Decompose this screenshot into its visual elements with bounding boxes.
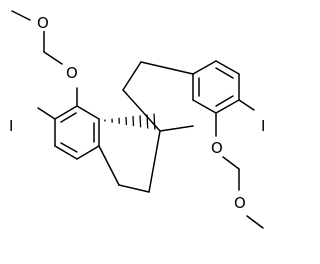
bond-right-methyl <box>246 215 264 229</box>
atom-label-o-aryl-right: O <box>208 138 226 157</box>
bond-left-c3-c2 <box>118 184 150 193</box>
bond-left-methyl <box>11 10 31 21</box>
svg-text:I: I <box>9 117 13 135</box>
bond-left-ring-c4-c3a <box>76 145 100 160</box>
atom-label-o-aryl-left: O <box>63 63 81 82</box>
bond-left-ch2-o <box>43 51 63 65</box>
bond-left-c2-spiro <box>148 130 161 193</box>
molecule-drawing: O O I I O O <box>7 10 272 229</box>
bond-spiro-c7a <box>159 125 194 132</box>
atom-label-o-methoxy-top: O <box>34 14 52 32</box>
left-cyclopentane-ring <box>98 130 161 193</box>
right-mom-group <box>222 156 264 229</box>
bond-left-ring-c5-c4 <box>54 145 78 160</box>
atom-label-iodine-right: I <box>259 117 272 135</box>
bond-left-iodine <box>37 107 56 120</box>
bond-left-ring-inner-3 <box>60 112 77 123</box>
bond-right-ring-inner-2 <box>215 95 234 107</box>
bond-right-ring-inner-1 <box>215 67 234 79</box>
right-cyclopentane-ring <box>122 61 194 132</box>
left-mom-group <box>11 10 78 107</box>
bond-right-o-ch2 <box>222 156 240 170</box>
bond-right-ring-c7-c7a <box>192 99 217 114</box>
svg-text:O: O <box>211 139 223 157</box>
bond-right-ring-c6-c7 <box>215 99 240 114</box>
svg-text:O: O <box>37 14 49 32</box>
structure-canvas: O O I I O O <box>7 10 272 229</box>
svg-text:O: O <box>66 64 78 82</box>
bond-right-ring-c4-c5 <box>215 60 240 75</box>
stereo-hashed-wedge <box>104 113 156 130</box>
bond-left-ring-c7-c6 <box>54 105 78 120</box>
bond-left-c3a-c3 <box>98 145 120 186</box>
right-aromatic-ring <box>192 60 255 137</box>
bond-spiro-c2r <box>122 89 161 132</box>
svg-text:O: O <box>234 194 246 212</box>
bond-right-c3-c3a <box>140 61 194 75</box>
bond-left-ring-inner-1 <box>60 142 78 153</box>
bond-right-ring-c3a-c4 <box>192 60 217 75</box>
svg-text:I: I <box>261 117 265 135</box>
atom-label-iodine-left: I <box>7 117 20 135</box>
bond-left-ring-c7a-c7 <box>76 105 100 120</box>
atom-label-o-methoxy-bottom: O <box>231 193 249 212</box>
bond-right-c2-c3 <box>122 61 142 91</box>
left-aromatic-ring <box>37 105 100 160</box>
bond-right-iodine <box>238 99 255 111</box>
